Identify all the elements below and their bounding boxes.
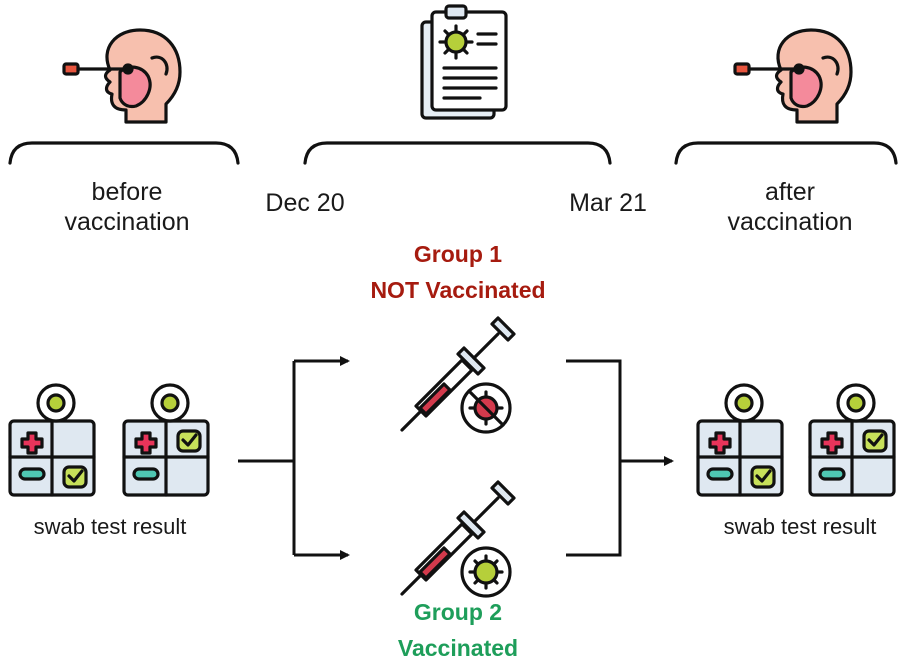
test-card-icon	[696, 383, 784, 497]
bracket-before	[8, 141, 240, 165]
document-icon	[420, 4, 508, 120]
group2-status: Vaccinated	[397, 635, 519, 661]
test-card-icon	[122, 383, 210, 497]
group1-title: Group 1	[413, 241, 503, 267]
nasal-swab-icon	[62, 28, 182, 124]
group1-status: NOT Vaccinated	[370, 277, 546, 303]
group1-label: Group 1 NOT Vaccinated	[320, 236, 596, 308]
connector-right	[566, 359, 672, 557]
bracket-after	[674, 141, 898, 165]
start-date-label: Dec 20	[265, 189, 345, 217]
connector-left	[238, 361, 296, 555]
test-card-icon	[8, 383, 96, 497]
test-card-icon	[808, 383, 896, 497]
left-swab-result-label: swab test result	[33, 514, 187, 539]
right-swab-result-label: swab test result	[723, 514, 877, 539]
nasal-swab-icon	[733, 28, 853, 124]
end-date-label: Mar 21	[569, 189, 647, 217]
group2-title: Group 2	[413, 599, 503, 625]
bracket-period	[303, 141, 612, 165]
syringe-icon	[400, 316, 516, 434]
group2-label: Group 2 Vaccinated	[320, 594, 596, 666]
syringe-icon	[400, 480, 516, 598]
